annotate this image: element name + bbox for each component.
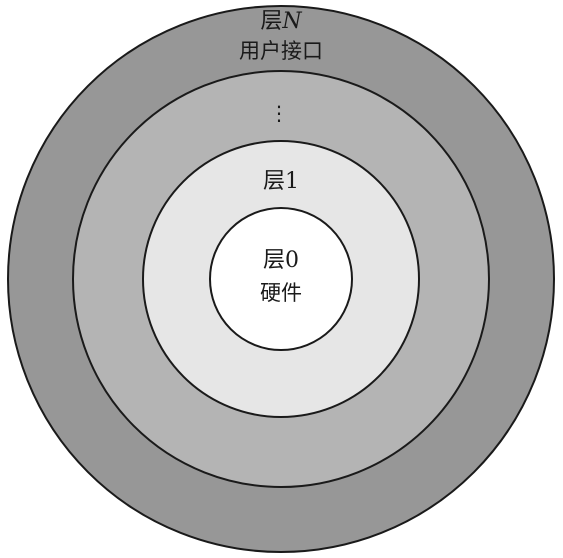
layer-0-label: 层0	[263, 248, 299, 273]
layer-0-ring	[209, 207, 353, 351]
layer-n-label-index: N	[281, 9, 302, 34]
ellipsis-icon: ⋮	[269, 101, 289, 125]
layer-n-label-prefix: 层	[260, 9, 282, 34]
layer-n-label: 层N	[260, 9, 302, 34]
layer-1-label: 层1	[263, 169, 299, 194]
layer-n-subtitle: 用户接口	[239, 39, 323, 63]
layer-0-subtitle: 硬件	[260, 281, 302, 305]
